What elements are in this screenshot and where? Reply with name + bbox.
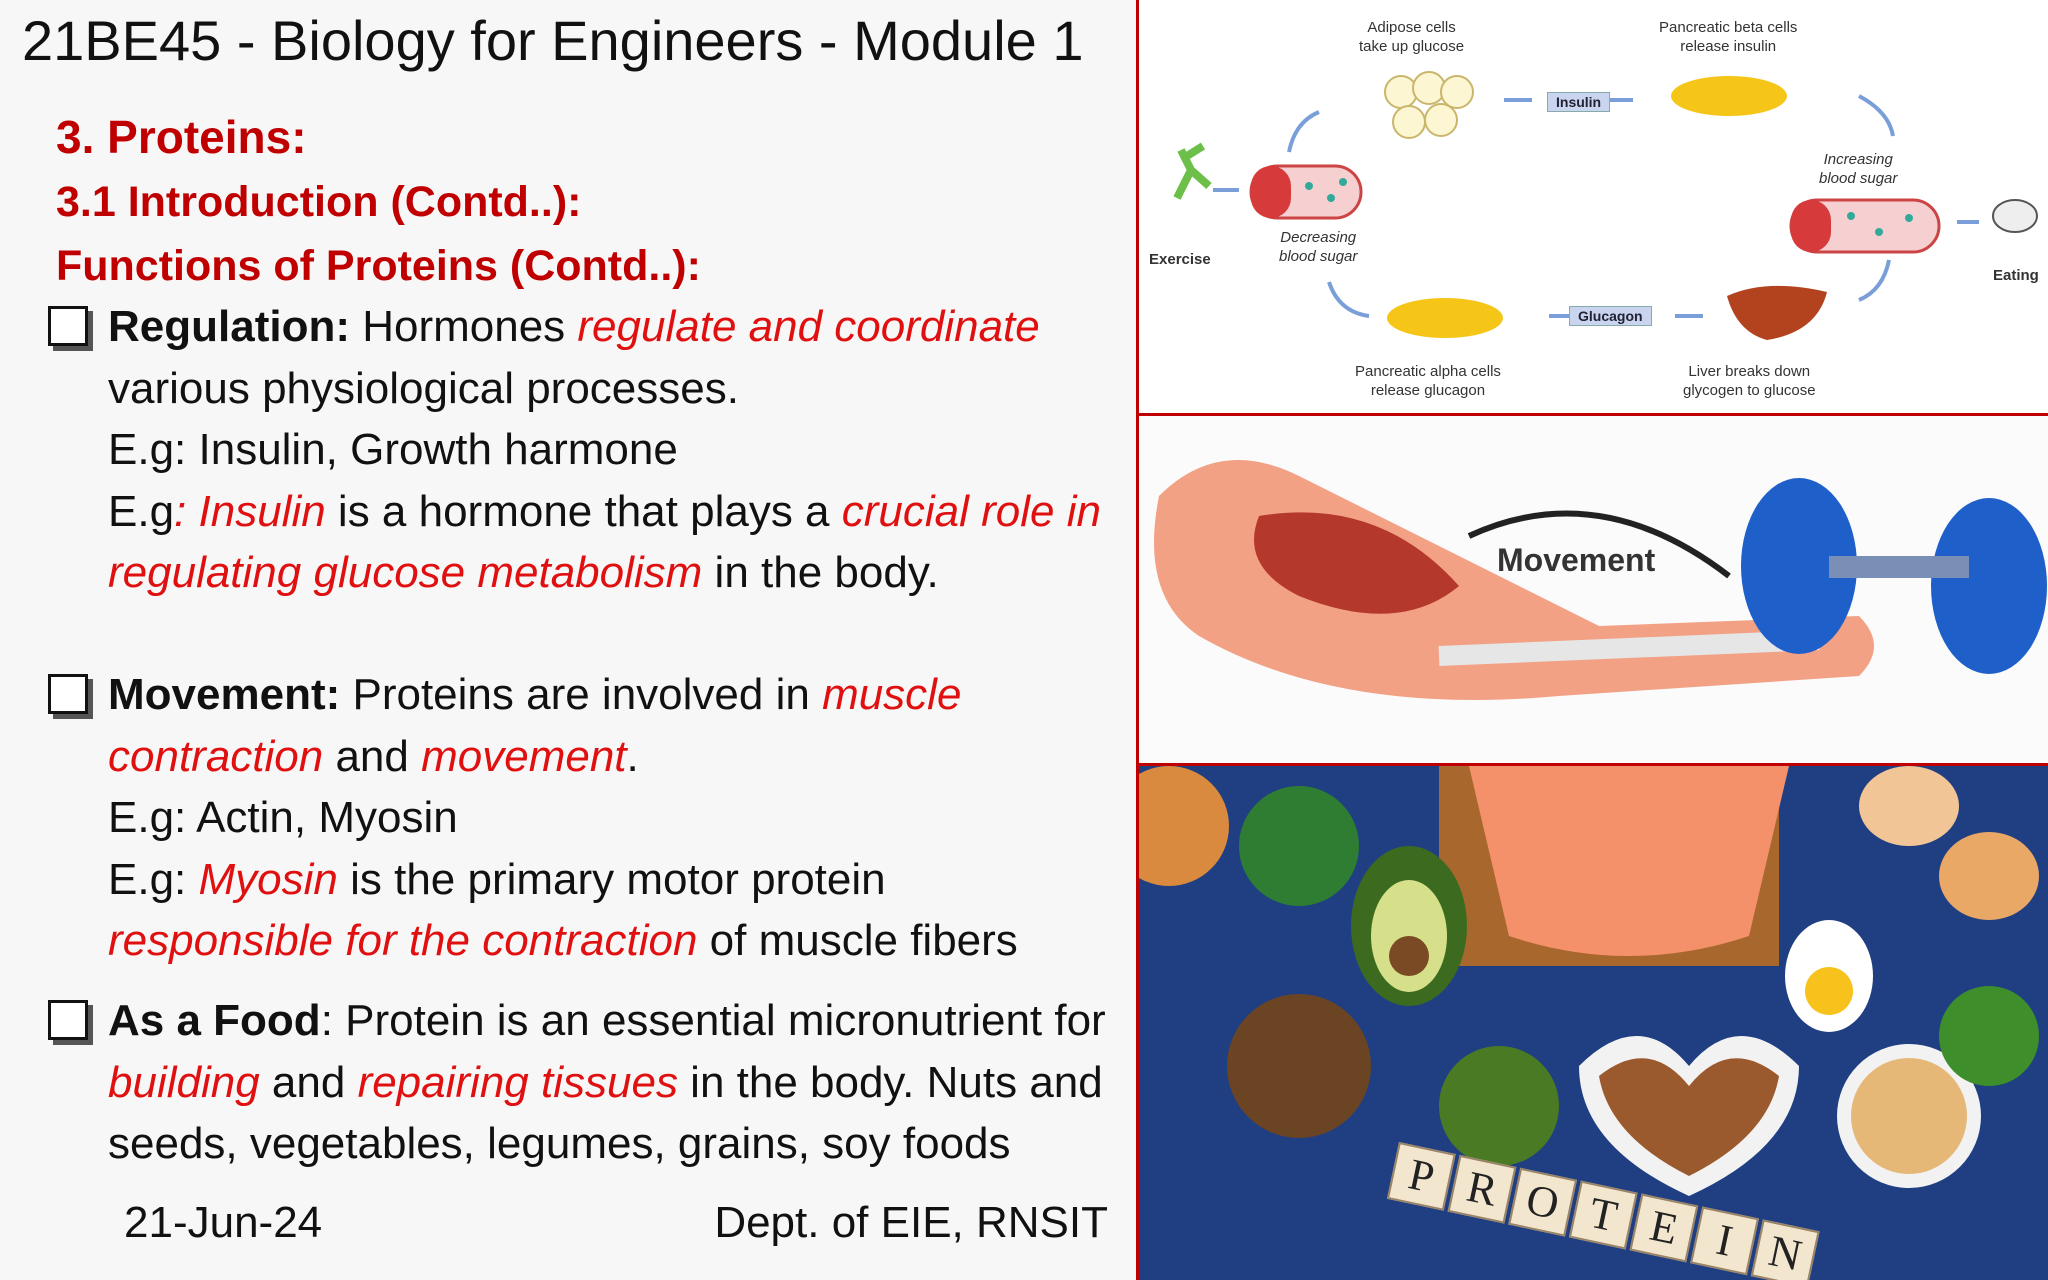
runner-icon [1173,142,1212,200]
bullet-food: As a Food: Protein is an essential micro… [108,996,1106,1168]
letter-block: R [1447,1154,1517,1224]
eating-label: Eating [1993,267,2039,284]
bicep-muscle-icon [1254,512,1459,614]
food-bowl-icon [1992,199,2038,233]
decreasing-blood-sugar-label: Decreasing blood sugar [1279,229,1358,265]
adipose-label: Adipose cells take up glucose [1359,19,1465,55]
letter-block: I [1690,1206,1759,1276]
kiwi-icon [1439,1046,1559,1166]
checkbox-bullet-icon [48,306,88,346]
pancreas-beta-icon [1671,76,1787,116]
footer-dept: Dept. of EIE, RNSIT [714,1198,1108,1247]
glucagon-tag: Glucagon [1569,306,1652,326]
food-illustration [1139,766,2039,1196]
exercise-label: Exercise [1149,251,1211,268]
subsection-heading: 3.1 Introduction (Contd..): [56,178,582,226]
salmon-icon [1469,766,1789,956]
walnuts-icon [1227,994,1371,1138]
arm-movement-image: Movement [1136,416,2048,766]
arm-illustration [1154,460,2047,700]
broccoli-icon [1239,786,1359,906]
dumbbell-right-icon [1931,498,2047,674]
section-heading: 3. Proteins: [56,111,307,163]
diagram-graphics [1173,71,2038,340]
alpha-cells-label: Pancreatic alpha cells release glucagon [1355,363,1501,399]
increasing-blood-sugar-label: Increasing blood sugar [1819,151,1898,187]
checkbox-bullet-icon [48,1000,88,1040]
pancreas-alpha-icon [1387,298,1503,338]
letter-block: N [1750,1219,1820,1280]
glucose-regulation-diagram: Adipose cells take up glucose Pancreatic… [1136,0,2048,416]
egg-icon [1859,766,1959,846]
slide-title: 21BE45 - Biology for Engineers - Module … [22,9,1084,72]
blood-vessel-left-icon [1249,164,1363,220]
movement-label: Movement [1497,542,1656,578]
insulin-tag: Insulin [1547,92,1611,112]
footer-date: 21-Jun-24 [124,1198,323,1247]
liver-label: Liver breaks down glycogen to glucose [1683,363,1816,399]
beta-cells-label: Pancreatic beta cells release insulin [1659,19,1798,55]
protein-foods-image: P R O T E I N [1136,766,2048,1280]
letter-block: O [1508,1167,1578,1237]
checkbox-bullet-icon [48,674,88,714]
bullet-movement: Movement: Proteins are involved in muscl… [108,670,1018,965]
letter-block: P [1386,1142,1456,1211]
blood-vessel-right-icon [1789,198,1941,254]
diagram-arrows [1213,94,1979,318]
liver-icon [1727,285,1827,340]
letter-block: T [1568,1180,1638,1250]
letter-block: E [1629,1193,1699,1263]
dumbbell-left-icon [1741,478,1857,654]
topic-heading: Functions of Proteins (Contd..): [56,242,701,290]
bullet-regulation: Regulation: Hormones regulate and coordi… [108,302,1101,597]
adipose-cells-icon [1384,71,1474,139]
movement-arrow-icon [1467,510,1731,579]
